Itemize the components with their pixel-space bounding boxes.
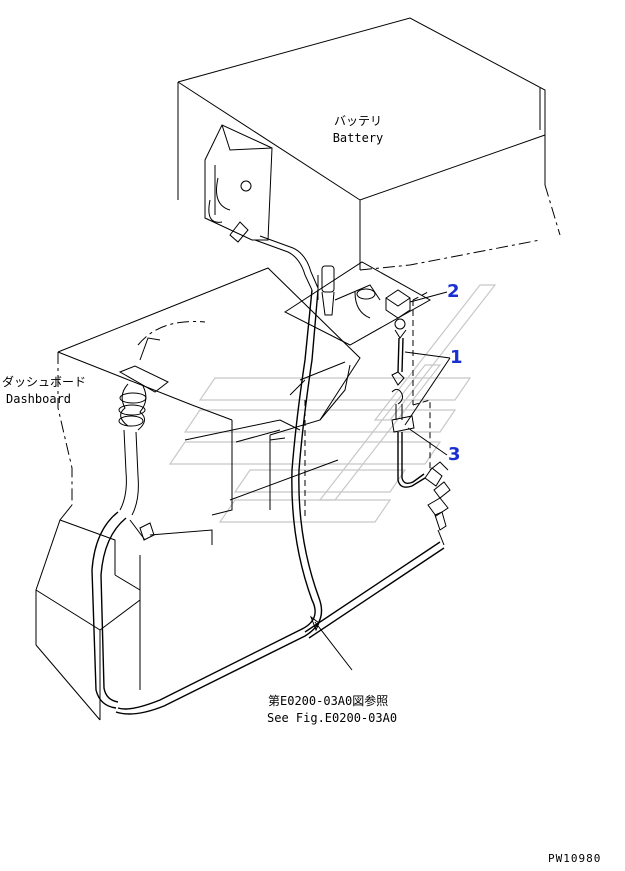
cable-assembly-1 [391,291,431,488]
terminal-cover [204,124,273,243]
callout-2: 2 [447,281,460,302]
see-fig-label-en: See Fig.E0200-03A0 [267,711,398,725]
see-fig-label-jp: 第E0200-03A0図参照 [268,694,389,708]
dashboard-body [35,267,361,721]
battery-cable [254,239,313,291]
dashboard-harness [91,511,155,709]
battery-label-en: Battery [332,131,384,145]
drawing-number: PW10980 [548,852,602,865]
battery-box [177,17,561,271]
callout-3: 3 [448,444,461,465]
dashboard-label-en: Dashboard [6,392,72,406]
leader-lines [235,291,451,671]
callout-1: 1 [450,347,463,368]
battery-label-jp: バッテリ [333,114,382,128]
main-harness [115,289,445,715]
connectors-right [424,461,451,546]
dashboard-lever-unit [118,320,206,516]
watermark-logo [168,284,497,523]
dashboard-label-jp: ダッシュボード [2,375,87,389]
switch-plate [284,261,432,346]
